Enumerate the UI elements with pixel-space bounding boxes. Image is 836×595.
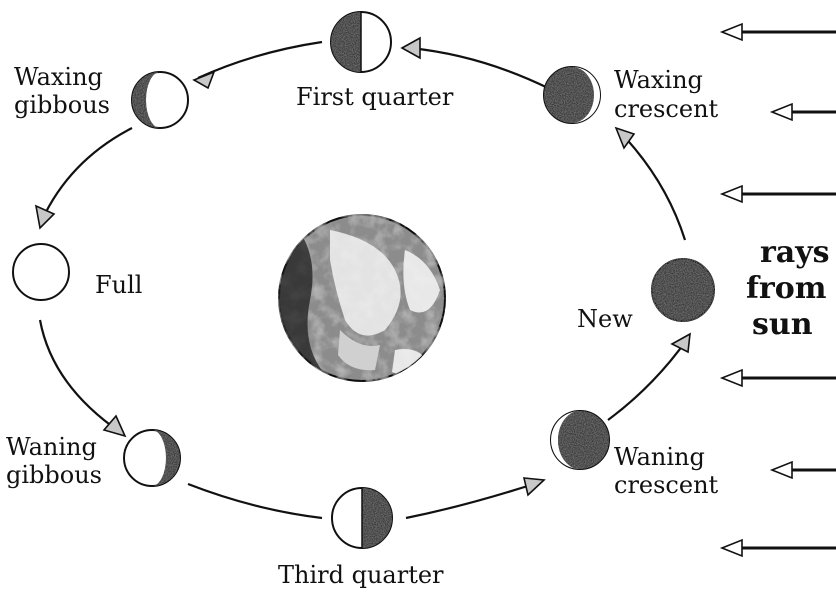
label-third-quarter: Third quarter xyxy=(278,561,444,589)
label-new: New xyxy=(577,305,633,333)
sun-ray-arrow xyxy=(772,462,836,478)
moon-waxing-crescent xyxy=(544,67,600,123)
ray-arrowhead-icon xyxy=(772,104,792,120)
orbit-arc-third-to-waning-crescent xyxy=(406,482,540,518)
arrowhead-icon xyxy=(36,206,54,228)
moon-new xyxy=(652,259,714,321)
label-waxing-crescent-line2: crescent xyxy=(614,95,719,123)
moon-waning-crescent xyxy=(551,411,609,469)
moon-waning-gibbous xyxy=(124,430,180,486)
arrowhead-icon xyxy=(524,478,544,495)
earth-icon xyxy=(279,215,445,381)
orbit-arc-first-to-waxing-gibbous xyxy=(198,42,322,78)
label-waning-crescent-line2: crescent xyxy=(614,471,719,499)
ray-arrowhead-icon xyxy=(722,186,742,202)
sun-ray-arrow xyxy=(722,540,836,556)
orbit-arc-new-to-waxing-crescent xyxy=(620,132,685,240)
ray-arrowhead-icon xyxy=(772,462,792,478)
label-sun-line3: sun xyxy=(752,307,813,342)
label-waning-gibbous-line1: Waning xyxy=(6,433,97,461)
moon-third-quarter xyxy=(332,488,392,548)
label-full: Full xyxy=(95,271,142,299)
orbit-arc-waning-crescent-to-new xyxy=(608,338,688,420)
ray-arrowhead-icon xyxy=(722,540,742,556)
sun-ray-arrow xyxy=(722,24,836,40)
orbit-arc-full-to-waning-gibbous xyxy=(40,320,120,432)
sun-ray-arrow xyxy=(772,104,836,120)
moon-first-quarter xyxy=(331,12,391,72)
sun-ray-arrow xyxy=(722,186,836,202)
arrowhead-icon xyxy=(672,334,690,352)
label-waxing-gibbous-line1: Waxing xyxy=(14,63,103,91)
label-waning-gibbous-line2: gibbous xyxy=(6,461,102,489)
label-waxing-gibbous-line2: gibbous xyxy=(14,91,110,119)
label-sun-line2: from xyxy=(746,271,827,306)
ray-arrowhead-icon xyxy=(722,24,742,40)
label-waning-crescent-line1: Waning xyxy=(614,443,705,471)
moon-waxing-gibbous xyxy=(132,72,188,128)
orbit-arc-waning-gibbous-to-third xyxy=(188,484,322,518)
ray-arrowhead-icon xyxy=(722,370,742,386)
arrowhead-icon xyxy=(402,38,420,58)
orbit-arc-waxing-gibbous-to-full xyxy=(42,128,132,220)
arrowhead-icon xyxy=(104,416,125,436)
sun-ray-arrow xyxy=(722,370,836,386)
label-first-quarter: First quarter xyxy=(296,83,454,111)
orbit-arc-waxing-crescent-to-first xyxy=(410,48,548,88)
label-waxing-crescent-line1: Waxing xyxy=(614,66,703,94)
moon-full xyxy=(13,244,69,300)
label-sun-line1: rays xyxy=(760,235,830,270)
